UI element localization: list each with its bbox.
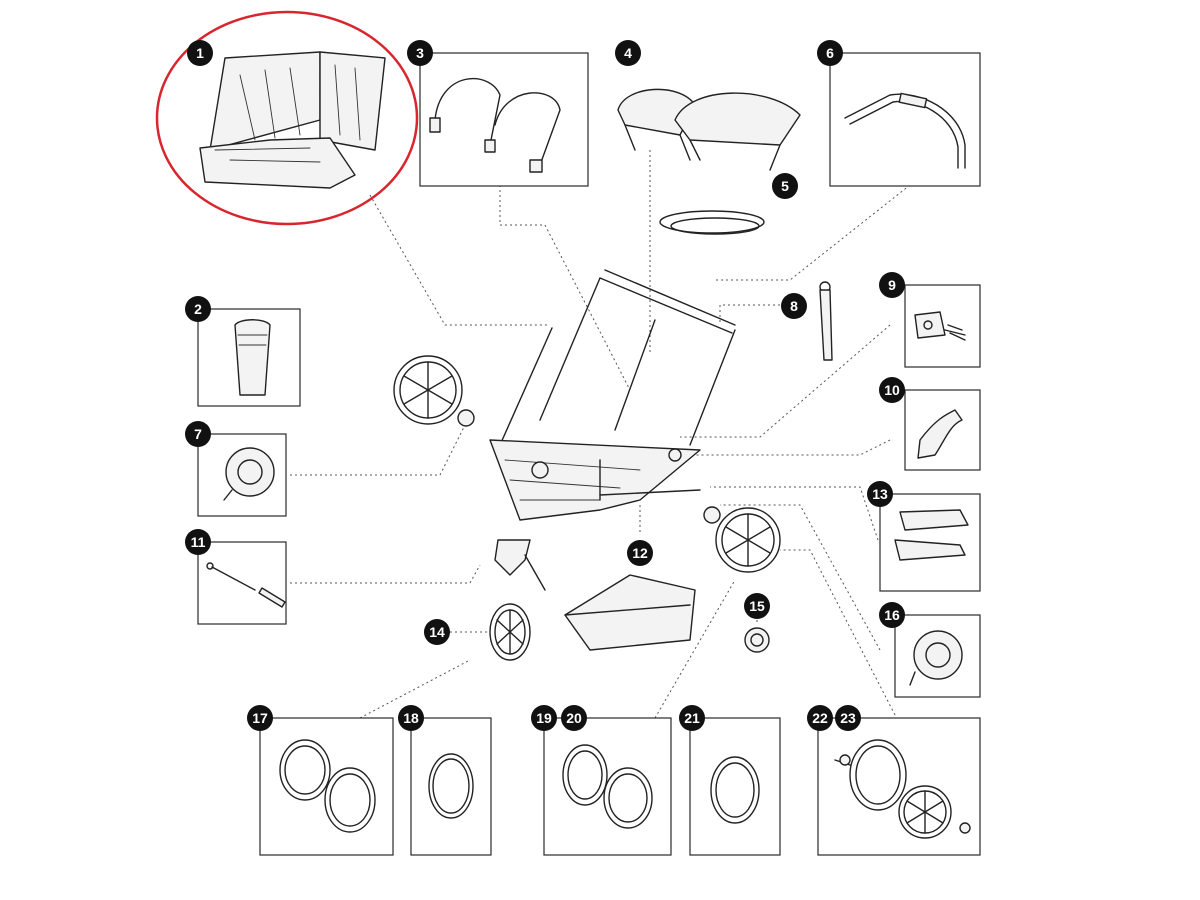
callout-6: 6: [817, 40, 843, 66]
svg-text:16: 16: [884, 607, 900, 623]
svg-text:20: 20: [566, 710, 582, 726]
svg-text:9: 9: [888, 277, 896, 293]
callout-9: 9: [879, 272, 905, 298]
callout-10: 10: [879, 377, 905, 403]
canopy-part: [617, 88, 801, 171]
svg-text:15: 15: [749, 598, 765, 614]
strap-part: [819, 281, 833, 361]
callout-22: 22: [807, 705, 833, 731]
svg-text:21: 21: [684, 710, 700, 726]
svg-text:11: 11: [191, 534, 206, 550]
callout-7: 7: [185, 421, 211, 447]
axle-part: [206, 562, 286, 608]
wheel-assembly-part: [834, 739, 971, 839]
footrest-part: [234, 319, 271, 396]
stroller-frame-part: [489, 269, 736, 521]
rear-wheel-right-part: [703, 506, 781, 573]
callout-4: 4: [615, 40, 641, 66]
callout-11: 11: [185, 529, 211, 555]
bracket-part: [917, 409, 963, 459]
svg-text:14: 14: [429, 624, 445, 640]
svg-text:22: 22: [812, 710, 828, 726]
callout-23: 23: [835, 705, 861, 731]
svg-text:4: 4: [624, 45, 632, 61]
cap-part: [744, 627, 770, 653]
callout-5: 5: [772, 173, 798, 199]
rear-wheel-left-part: [393, 355, 475, 427]
callout-19: 19: [531, 705, 557, 731]
svg-text:10: 10: [884, 382, 900, 398]
svg-text:3: 3: [416, 45, 424, 61]
handlebar-part: [844, 92, 966, 169]
footplate-part: [894, 509, 969, 561]
basket-part: [564, 574, 696, 651]
callout-18: 18: [398, 705, 424, 731]
callout-3: 3: [407, 40, 433, 66]
callout-14: 14: [424, 619, 450, 645]
highlight-circle: [155, 10, 419, 226]
hub-part: [223, 447, 275, 501]
svg-text:8: 8: [790, 298, 798, 314]
brake-part: [909, 630, 963, 686]
callout-15: 15: [744, 593, 770, 619]
leader-lines: [290, 150, 911, 719]
svg-text:5: 5: [781, 178, 789, 194]
callout-20: 20: [561, 705, 587, 731]
svg-text:2: 2: [194, 301, 202, 317]
svg-text:19: 19: [536, 710, 552, 726]
lock-bolt-part: [914, 311, 966, 341]
cord-part: [659, 210, 765, 235]
front-fork-part: [494, 539, 546, 591]
tyre-tube-19-20-part: [562, 744, 653, 829]
tyre-tube-17-part: [279, 739, 376, 833]
svg-text:18: 18: [403, 710, 419, 726]
callout-12: 12: [627, 540, 653, 566]
svg-text:23: 23: [840, 710, 856, 726]
callout-17: 17: [247, 705, 273, 731]
tube-18-part: [428, 753, 474, 819]
svg-text:12: 12: [632, 545, 648, 561]
svg-text:17: 17: [252, 710, 268, 726]
seat-part: [199, 51, 386, 189]
callout-2: 2: [185, 296, 211, 322]
svg-text:7: 7: [194, 426, 202, 442]
callout-13: 13: [867, 481, 893, 507]
bumper-bars-part: [429, 77, 561, 173]
callout-21: 21: [679, 705, 705, 731]
callout-16: 16: [879, 602, 905, 628]
tube-21-part: [710, 756, 760, 824]
callout-1: 1: [187, 40, 213, 66]
svg-text:6: 6: [826, 45, 834, 61]
callout-8: 8: [781, 293, 807, 319]
svg-text:1: 1: [196, 45, 204, 61]
svg-text:13: 13: [872, 486, 888, 502]
front-wheel-part: [489, 603, 531, 661]
part-boxes: [197, 52, 981, 856]
